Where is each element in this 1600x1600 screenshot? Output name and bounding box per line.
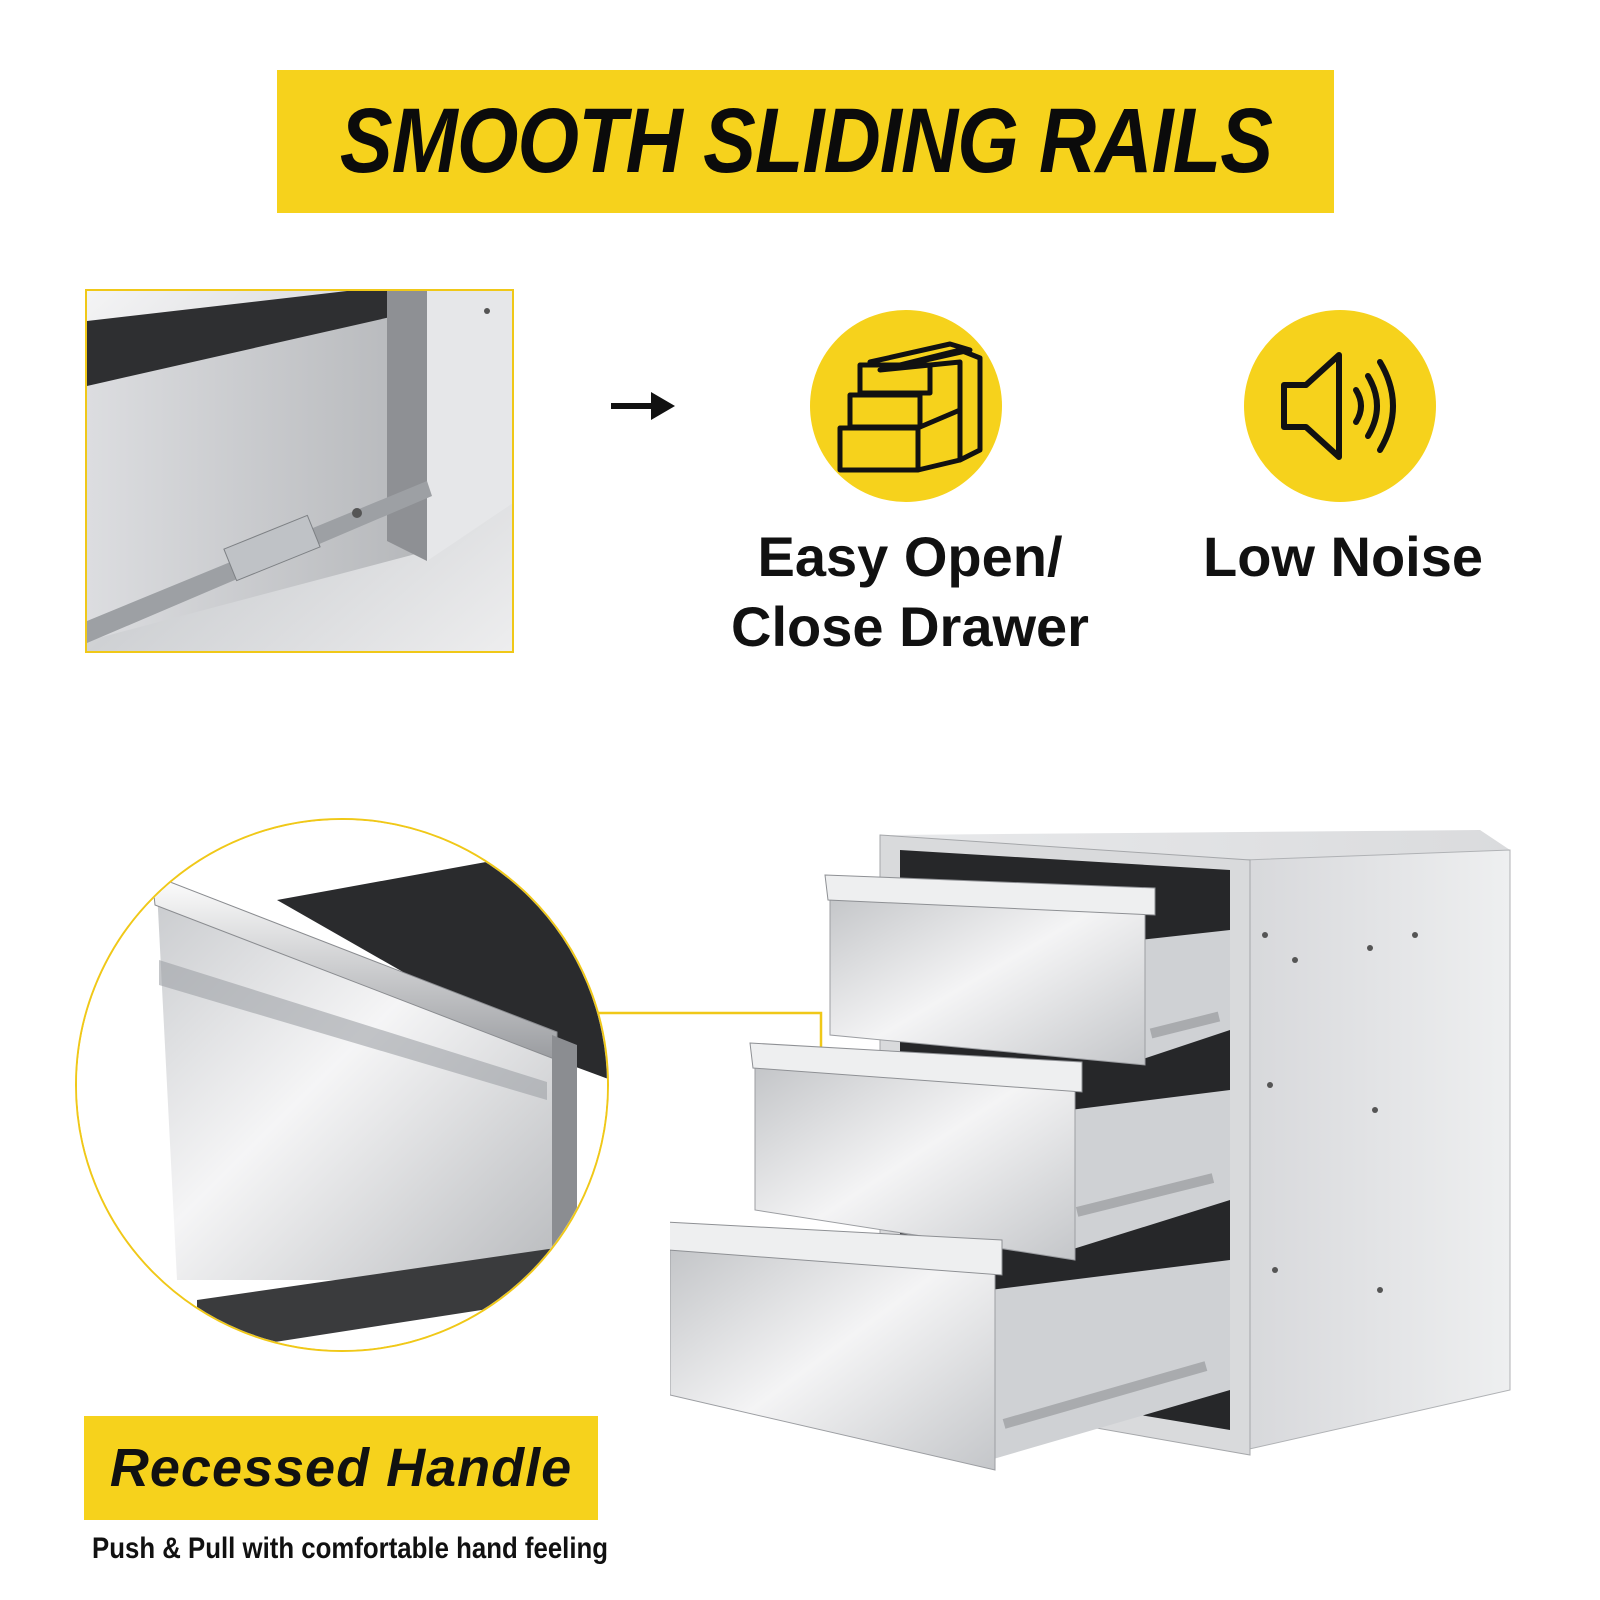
three-drawer-unit-image — [664, 830, 1520, 1520]
handle-zoom-image — [75, 818, 609, 1352]
feature-label-easy-open: Easy Open/ Close Drawer — [700, 522, 1120, 662]
feature-label-line: Easy Open/ — [757, 525, 1063, 588]
handle-title: Recessed Handle — [109, 1438, 573, 1498]
handle-description: Push & Pull with comfortable hand feelin… — [92, 1532, 609, 1565]
rail-closeup-image — [85, 289, 514, 653]
handle-banner: Recessed Handle — [84, 1416, 598, 1520]
page-title: SMOOTH SLIDING RAILS — [339, 90, 1272, 192]
arrow-right-icon — [611, 392, 675, 420]
feature-label-low-noise: Low Noise — [1202, 525, 1484, 588]
drawer-icon — [810, 310, 1002, 502]
title-banner: SMOOTH SLIDING RAILS — [277, 70, 1334, 213]
speaker-icon — [1244, 310, 1436, 502]
feature-label-line: Close Drawer — [731, 595, 1089, 658]
